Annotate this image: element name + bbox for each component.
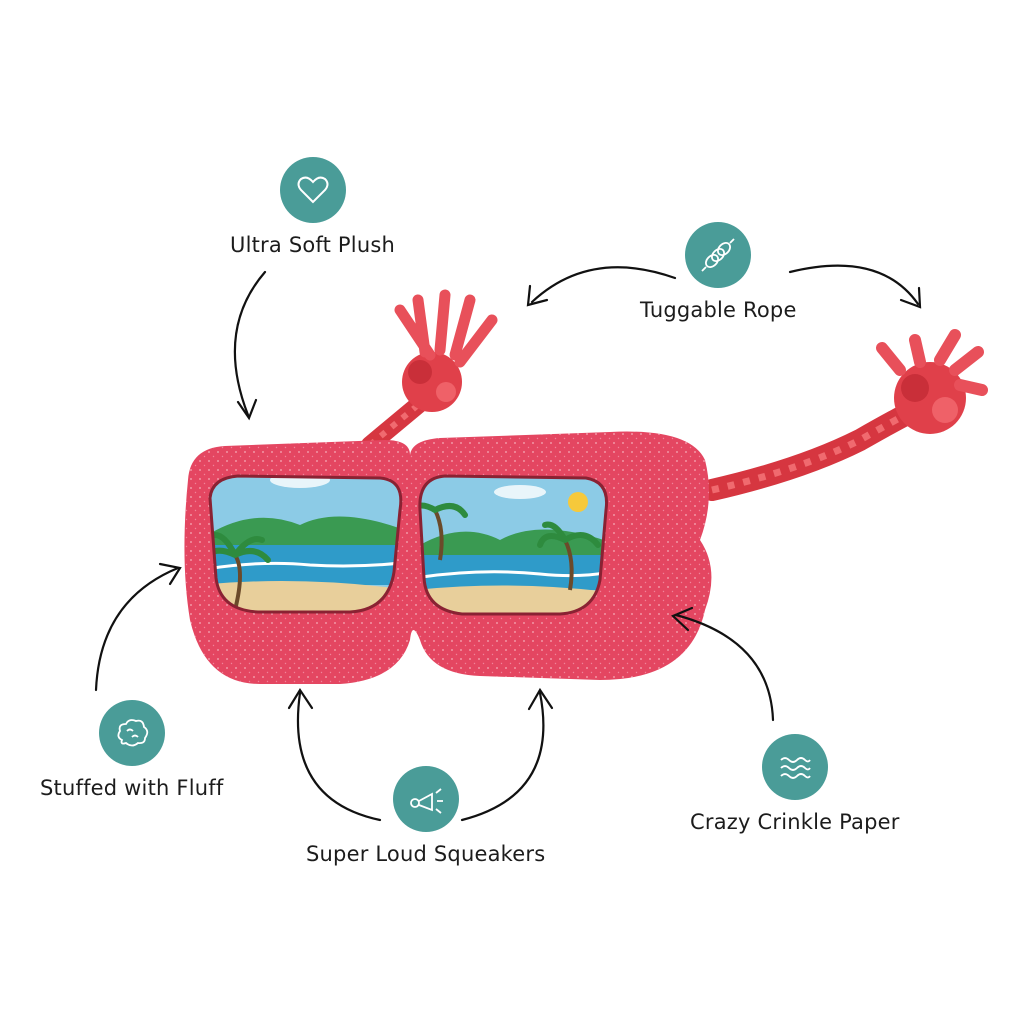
feature-label: Crazy Crinkle Paper [690, 810, 900, 834]
arrow-rope-left [530, 266, 677, 304]
arrow-squeaker-right [460, 691, 545, 822]
feature-badge [98, 700, 165, 766]
arrow-squeaker-left [296, 691, 382, 822]
feature-super-loud-squeakers: Super Loud Squeakers [306, 766, 545, 866]
arrow-rope-right [788, 264, 920, 306]
rope-icon [701, 238, 735, 272]
fluff-icon [117, 719, 148, 747]
feature-ultra-soft-plush: Ultra Soft Plush [230, 157, 395, 257]
feature-crazy-crinkle-paper: Crazy Crinkle Paper [690, 734, 900, 834]
heart-icon [297, 176, 328, 204]
feature-badge [279, 157, 346, 223]
squeaker-icon [409, 788, 443, 814]
arrow-stuffed-fluff [94, 566, 180, 692]
feature-label: Stuffed with Fluff [40, 776, 224, 800]
right-lens [419, 476, 607, 614]
feature-badge [685, 222, 752, 288]
feature-label: Super Loud Squeakers [306, 842, 546, 866]
arrow-ultra-soft-plush [233, 270, 267, 417]
crinkle-icon [780, 757, 811, 779]
arrow-crinkle-paper [674, 613, 775, 722]
feature-stuffed-with-fluff: Stuffed with Fluff [40, 700, 223, 800]
feature-badge [761, 734, 828, 800]
left-rope [361, 289, 498, 454]
right-rope [701, 329, 988, 501]
feature-label: Tuggable Rope [640, 298, 797, 322]
feature-badge [392, 766, 459, 832]
feature-tuggable-rope: Tuggable Rope [640, 222, 797, 322]
feature-label: Ultra Soft Plush [230, 233, 395, 257]
